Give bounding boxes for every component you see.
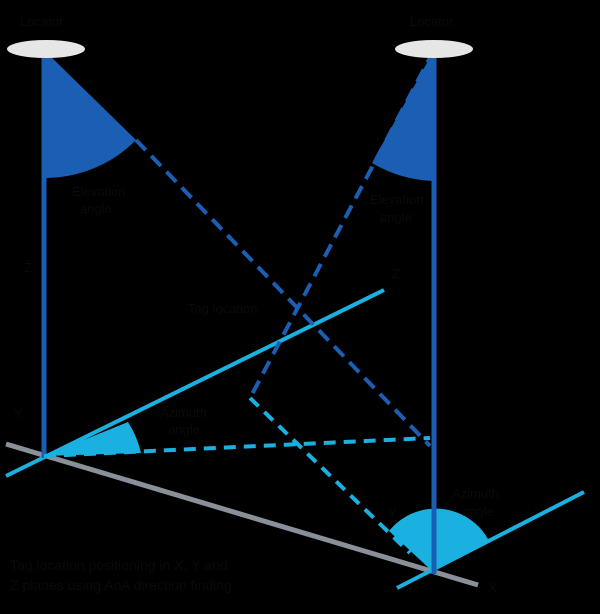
- locator-left: [7, 40, 85, 58]
- locator-right: [395, 40, 473, 58]
- elevation-label-left-1: Elevation: [72, 184, 125, 199]
- azimuth-sector-right: [389, 508, 489, 571]
- azimuth-label-left-1: Azimuth: [160, 405, 207, 420]
- azimuth-sector-left: [44, 422, 141, 456]
- caption-line-2: Z planes using AoA direction finding: [10, 577, 232, 593]
- tag-location-label: Tag location: [188, 301, 257, 316]
- elevation-label-left-2: angle: [80, 201, 112, 216]
- y-axis-line-left: [5, 288, 385, 478]
- locator-label-right: Locator: [410, 14, 454, 29]
- axis-z-label: Z: [24, 260, 32, 275]
- elevation-label-right-2: angle: [380, 210, 412, 225]
- elevation-sector-right: [372, 50, 434, 181]
- axis-x-label: X: [488, 580, 497, 595]
- y-axis-line-right: [396, 490, 585, 590]
- elevation-label-right-1: Elevation: [370, 192, 423, 207]
- locator-label-left: Locator: [20, 14, 64, 29]
- caption-line-1: Tag location positioning in X, Y and: [10, 557, 227, 573]
- azimuth-ray-right: [248, 396, 412, 555]
- elevation-ray-left: [134, 138, 432, 448]
- azimuth-label-right-2: angle: [462, 504, 494, 519]
- axis-y-label: Y: [14, 406, 23, 421]
- azimuth-ray-left: [43, 436, 431, 458]
- axis-z-label-right: Z: [392, 266, 400, 281]
- x-axis-line: [5, 441, 479, 588]
- axis-y-label-right: Y: [388, 506, 397, 521]
- azimuth-label-left-2: angle: [168, 422, 200, 437]
- azimuth-label-right-1: Azimuth: [452, 486, 499, 501]
- elevation-sector-left: [44, 50, 136, 179]
